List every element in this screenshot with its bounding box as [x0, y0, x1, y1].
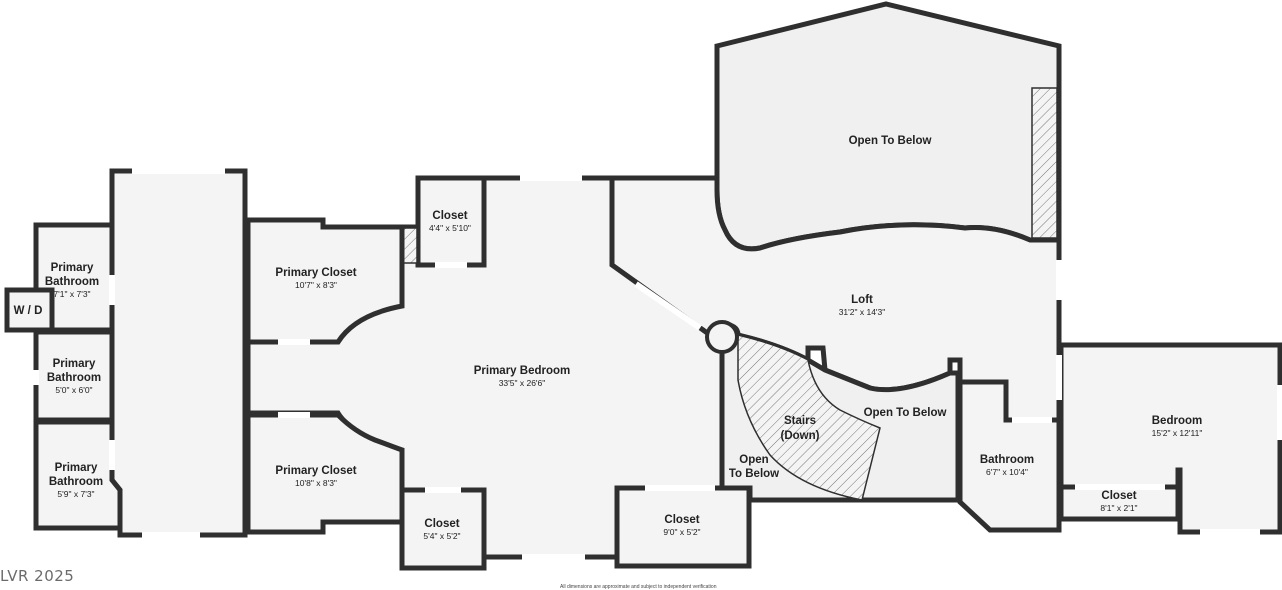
- closet-top-dim: 4'4" x 5'10": [429, 223, 471, 233]
- column-hatch: [402, 227, 418, 264]
- open-to-below-left-label-a: Open: [739, 454, 768, 466]
- wd-label: W / D: [14, 305, 43, 317]
- primary-closet-top-label: Primary Closet: [275, 267, 356, 279]
- loft-label: Loft: [851, 294, 873, 306]
- closet-right-label: Closet: [1101, 490, 1136, 502]
- primary-bathroom-small-3-area: [33, 419, 123, 531]
- closet-bottom-left-area: [399, 487, 487, 571]
- closet-right-dim: 8'1" x 2'1": [1100, 503, 1137, 513]
- primary-bedroom-label: Primary Bedroom: [474, 365, 571, 377]
- primary-bath-3-label-a: Primary: [55, 462, 98, 474]
- stair-newel: [705, 320, 739, 354]
- primary-bath-1-label-a: Primary: [51, 262, 94, 274]
- open-to-below-mid-label: Open To Below: [864, 407, 947, 419]
- primary-bath-3-dim: 5'9" x 7'3": [57, 489, 94, 499]
- closet-bottom-mid-label: Closet: [664, 514, 699, 526]
- primary-closet-bottom-label: Primary Closet: [275, 465, 356, 477]
- primary-bath-1-dim: 7'1" x 7'3": [53, 289, 90, 299]
- closet-bottom-mid-area: [614, 485, 752, 569]
- fireplace-hatch: [1031, 87, 1058, 239]
- closet-bottom-mid-dim: 9'0" x 5'2": [663, 527, 700, 537]
- primary-closet-bottom-area: [245, 412, 405, 535]
- disclaimer-note: All dimensions are approximate and subje…: [560, 584, 717, 590]
- bedroom-label: Bedroom: [1152, 415, 1202, 427]
- open-to-below-left-label-b: To Below: [729, 468, 779, 480]
- closet-right-area: [1058, 484, 1181, 522]
- primary-bath-2-dim: 5'0" x 6'0": [55, 385, 92, 395]
- open-to-below-top-area: [714, 1, 1062, 252]
- bedroom-dim: 15'2" x 12'11": [1152, 428, 1203, 438]
- primary-closet-top-area: [245, 217, 405, 345]
- primary-bath-2-label-b: Bathroom: [47, 372, 101, 384]
- primary-bedroom-dim: 33'5" x 26'6": [499, 378, 546, 388]
- open-to-below-top-label: Open To Below: [849, 135, 932, 147]
- primary-closet-bottom-dim: 10'8" x 8'3": [295, 478, 337, 488]
- bathroom-label: Bathroom: [980, 454, 1034, 466]
- stairs-label-a: Stairs: [784, 415, 816, 427]
- primary-bathroom-main-area: [109, 168, 248, 538]
- closet-top-label: Closet: [432, 210, 467, 222]
- bathroom-dim: 6'7" x 10'4": [986, 467, 1028, 477]
- wd-area: [4, 287, 55, 333]
- loft-dim: 31'2" x 14'3": [839, 307, 886, 317]
- primary-bath-3-label-b: Bathroom: [49, 476, 103, 488]
- primary-closet-top-dim: 10'7" x 8'3": [295, 280, 337, 290]
- watermark: LVR 2025: [0, 567, 75, 585]
- primary-bath-2-label-a: Primary: [53, 358, 96, 370]
- closet-bottom-left-dim: 5'4" x 5'2": [423, 531, 460, 541]
- stairs-hatch: [737, 334, 881, 501]
- primary-bath-1-label-b: Bathroom: [45, 276, 99, 288]
- closet-bottom-left-label: Closet: [424, 518, 459, 530]
- stairs-label-b: (Down): [781, 430, 820, 442]
